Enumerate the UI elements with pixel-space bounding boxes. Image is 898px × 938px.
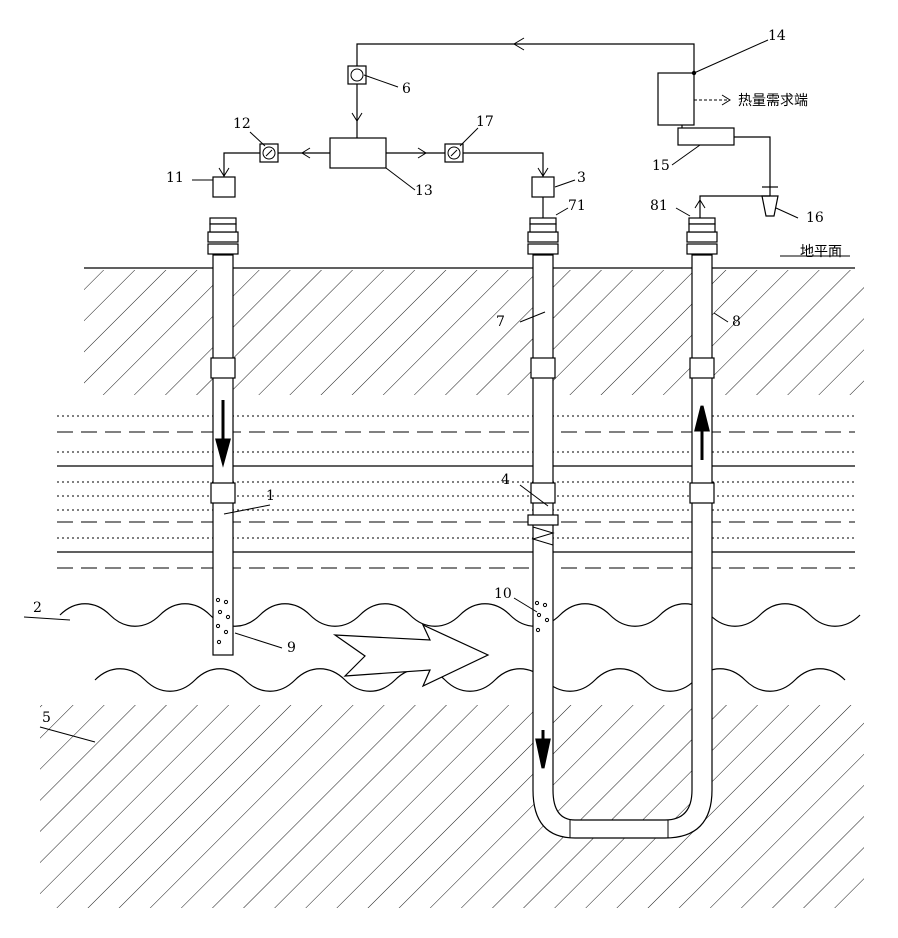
label-1: 1 bbox=[266, 488, 275, 504]
label-7: 7 bbox=[496, 314, 505, 330]
surface-equipment bbox=[213, 38, 778, 218]
label-71: 71 bbox=[568, 198, 586, 214]
component-13-box bbox=[330, 138, 386, 168]
label-15: 15 bbox=[652, 158, 670, 174]
label-9: 9 bbox=[287, 640, 296, 656]
label-14: 14 bbox=[768, 28, 786, 44]
groundwater-flow-arrow bbox=[335, 625, 488, 686]
label-17: 17 bbox=[476, 114, 494, 130]
label-4: 4 bbox=[501, 472, 510, 488]
label-12: 12 bbox=[233, 116, 251, 132]
label-8: 8 bbox=[732, 314, 741, 330]
label-2: 2 bbox=[33, 600, 42, 616]
component-15-box bbox=[678, 128, 734, 145]
label-10: 10 bbox=[494, 586, 512, 602]
upper-rock-stratum bbox=[84, 270, 864, 395]
label-5: 5 bbox=[42, 710, 51, 726]
label-6: 6 bbox=[402, 81, 411, 97]
well-1 bbox=[208, 218, 238, 655]
label-heat-demand: 热量需求端 bbox=[738, 93, 808, 109]
label-11: 11 bbox=[166, 170, 184, 186]
label-16: 16 bbox=[806, 210, 824, 226]
label-13: 13 bbox=[415, 183, 433, 199]
label-3: 3 bbox=[577, 170, 586, 186]
lower-rock-stratum bbox=[40, 705, 864, 908]
valve-16 bbox=[762, 187, 778, 216]
label-81: 81 bbox=[650, 198, 668, 214]
heat-exchanger-14-box bbox=[658, 73, 694, 125]
component-3-box bbox=[532, 177, 554, 197]
label-ground-surface: 地平面 bbox=[800, 244, 842, 260]
component-11-box bbox=[213, 177, 235, 197]
layered-stratum bbox=[57, 416, 855, 568]
